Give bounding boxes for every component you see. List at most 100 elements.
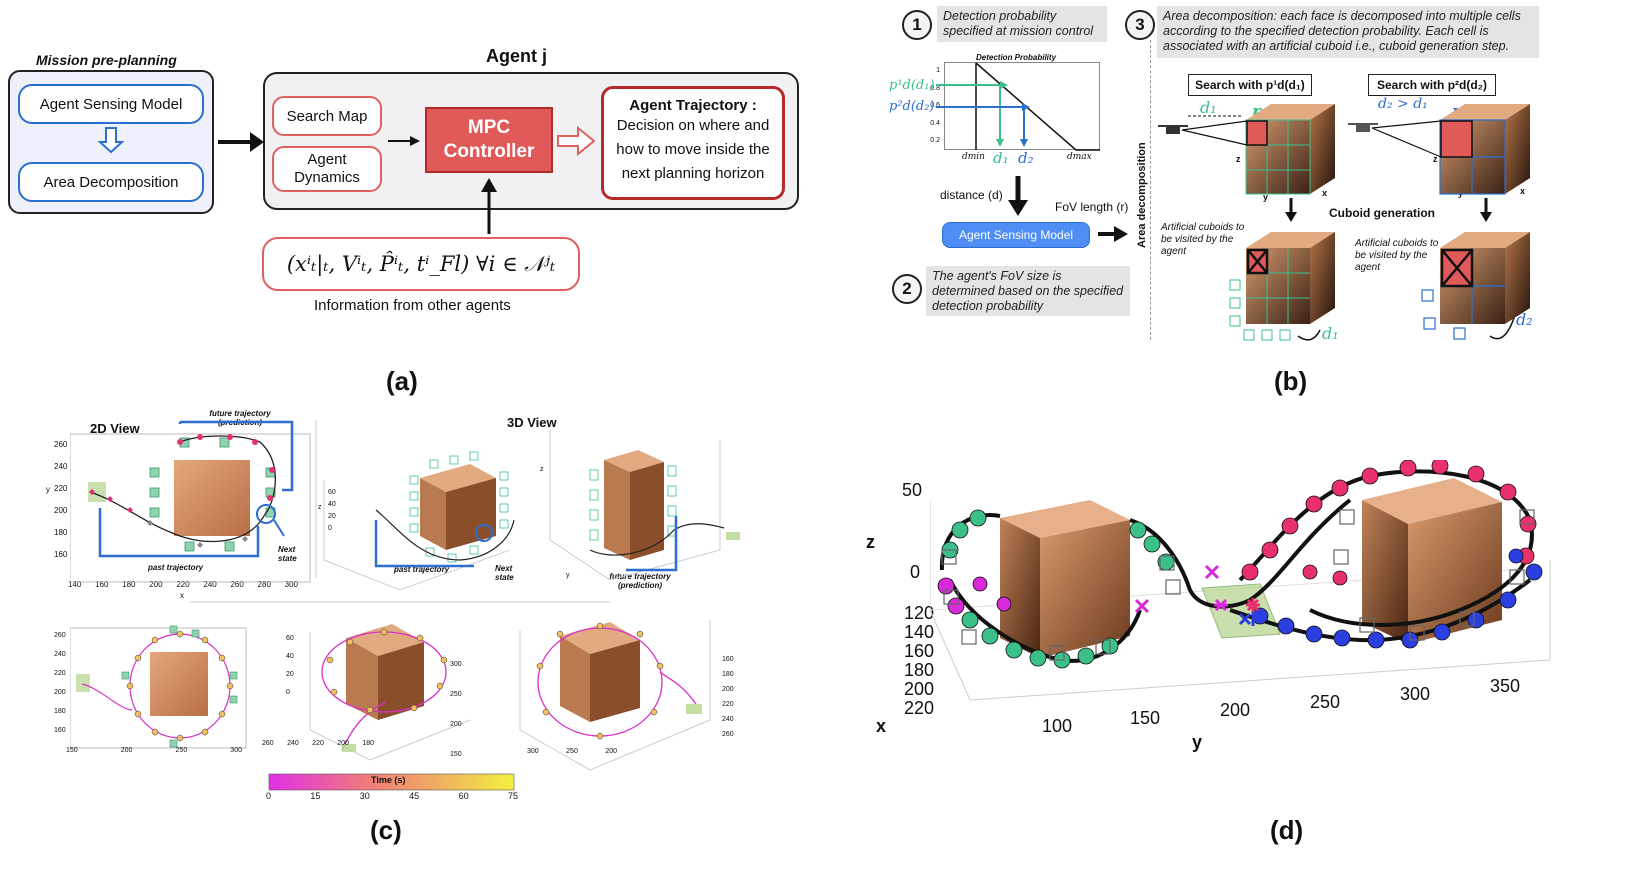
plot-title: Detection Probability xyxy=(976,53,1057,62)
ytick-250: 250 xyxy=(1310,692,1341,712)
cube-illustrations xyxy=(1158,104,1530,341)
dmax-label: dmax xyxy=(1067,152,1092,162)
dmin-label: dmin xyxy=(962,152,985,162)
caption-d: (d) xyxy=(1270,815,1304,845)
info-caption: Information from other agents xyxy=(314,297,511,314)
past-traj-3d-label: past trajectory xyxy=(394,565,450,574)
d2-label: d₂ xyxy=(1018,149,1034,167)
step-2-number: 2 xyxy=(892,274,922,304)
caption-c: (c) xyxy=(370,815,402,845)
colorbar-title: Time (s) xyxy=(371,775,406,785)
y-axis-1: y xyxy=(1263,192,1269,202)
d1-label: d₁ xyxy=(993,149,1009,167)
step-3-number: 3 xyxy=(1125,10,1155,40)
pd2-label: p²d(d₂) xyxy=(889,99,935,114)
divider-line xyxy=(1150,40,1151,340)
mpc-controller-box: MPC Controller xyxy=(425,107,553,173)
step-1-note: Detection probability specified at missi… xyxy=(937,6,1107,42)
next-state-label: Next state xyxy=(278,545,297,563)
ytick-200: 200 xyxy=(1220,700,1251,720)
step-1-number: 1 xyxy=(902,10,932,40)
detection-plot-curve xyxy=(936,62,1100,151)
sensing-arrows xyxy=(1008,176,1128,242)
cross-markers xyxy=(1134,564,1260,626)
panel-c-plots xyxy=(70,420,740,791)
down-arrow-icon xyxy=(97,127,125,154)
x-axis-2: x xyxy=(1520,186,1526,196)
plot-3d-small-a xyxy=(309,624,471,761)
pd1-label: p¹d(d₁) xyxy=(889,78,935,93)
caption-a: (a) xyxy=(386,366,418,396)
agent-trajectory-box: Agent Trajectory : Decision on where and… xyxy=(601,86,785,200)
step-3-note: Area decomposition: each face is decompo… xyxy=(1157,6,1539,58)
cube-2 xyxy=(1348,104,1530,222)
next-state-3d-label: Next state xyxy=(495,564,514,582)
future-traj-3d-label: future trajectory (prediction) xyxy=(609,572,671,590)
caption-b: (b) xyxy=(1274,366,1308,396)
info-formula-box: (xⁱₜ|ₜ, Vⁱₜ, P̂ⁱₜ, tⁱ_Fl) ∀i ∈ 𝒩ʲₜ xyxy=(262,237,580,291)
plot-3d-b xyxy=(549,430,740,581)
ylabel-d: y xyxy=(1192,732,1203,752)
distance-label: distance (d) xyxy=(940,188,1003,202)
plot-2d-small xyxy=(70,625,247,749)
d1-bottom-label: d₁ xyxy=(1322,324,1339,343)
x-axis-1: x xyxy=(1322,188,1328,198)
ytick-150: 150 xyxy=(1130,708,1161,728)
ylabel-3d-b: y xyxy=(566,572,570,579)
cube-1 xyxy=(1158,104,1335,222)
search-1-label: Search with p¹d(d₁) xyxy=(1188,74,1312,96)
preplanning-title: Mission pre-planning xyxy=(36,52,177,68)
d1-cube-label: d₁ xyxy=(1200,98,1217,117)
ytick-100: 100 xyxy=(1042,716,1073,736)
drone-icon xyxy=(1158,125,1188,134)
zlabel-3d-a: z xyxy=(318,504,322,511)
z-axis-1: z xyxy=(1236,154,1241,164)
green-trajectory xyxy=(941,509,1175,669)
area-decomp-vertical: Area decomposition xyxy=(1136,142,1148,248)
d2-bottom-label: d₂ xyxy=(1516,310,1533,329)
artificial-cuboids-2: Artificial cuboids to be visited by the … xyxy=(1355,238,1439,273)
fov-label: FoV length (r) xyxy=(1055,200,1129,214)
cube-3 xyxy=(1229,232,1335,341)
plot-3d-small-b xyxy=(519,620,711,771)
xlabel-2d: x xyxy=(180,591,184,600)
xlabel-d: x xyxy=(876,716,887,736)
ytick-300: 300 xyxy=(1400,684,1431,704)
zlabel-d: z xyxy=(866,532,875,552)
d2-gt-d1-label: d₂ > d₁ xyxy=(1378,96,1428,112)
view-3d-label: 3D View xyxy=(507,415,557,430)
artificial-cuboids-1: Artificial cuboids to be visited by the … xyxy=(1161,222,1245,257)
cube-4 xyxy=(1421,232,1530,340)
search-map-box: Search Map xyxy=(272,96,382,136)
panel-d-plot xyxy=(930,460,1551,701)
past-traj-label: past trajectory xyxy=(148,563,204,572)
z-axis-2: z xyxy=(1433,154,1438,164)
agent-dynamics-box: Agent Dynamics xyxy=(272,146,382,192)
cuboid-generation-label: Cuboid generation xyxy=(1329,206,1435,220)
plot-3d-a xyxy=(323,451,515,591)
drone-icon xyxy=(1348,123,1378,132)
ylabel-2d: y xyxy=(46,485,50,494)
agent-title: Agent j xyxy=(486,46,547,66)
sensing-model-button: Agent Sensing Model xyxy=(942,222,1090,248)
blue-trajectory xyxy=(1251,548,1543,649)
ztick-50: 50 xyxy=(902,480,923,500)
trajectory-text: Decision on where and how to move inside… xyxy=(616,117,770,182)
view-2d-label: 2D View xyxy=(90,421,140,436)
ytick-350: 350 xyxy=(1490,676,1521,696)
step-2-note: The agent's FoV size is determined based… xyxy=(926,266,1130,316)
zlabel-3d-b: z xyxy=(540,466,544,473)
